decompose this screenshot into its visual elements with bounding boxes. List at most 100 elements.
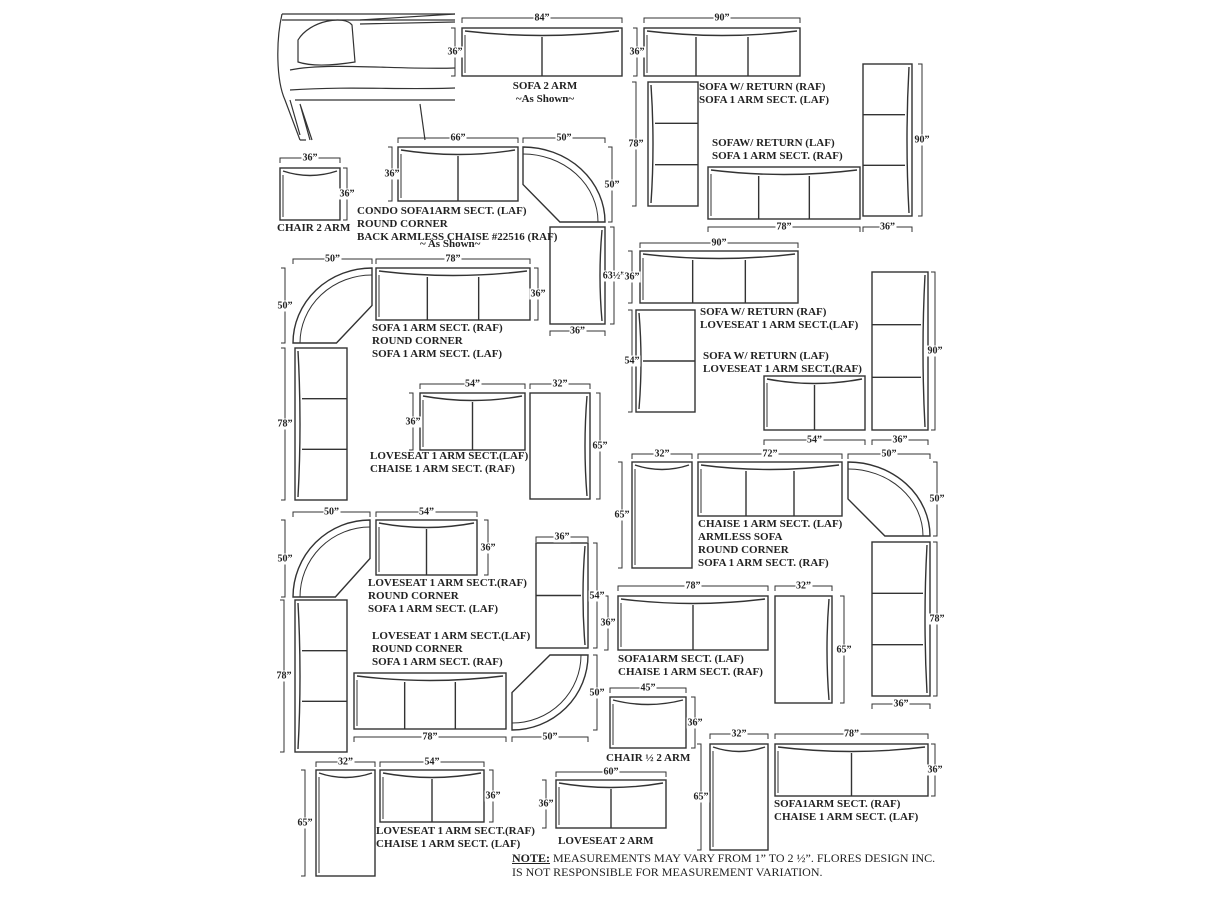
note-line-1: MEASUREMENTS MAY VARY FROM 1” TO 2 ½”. F… — [550, 851, 936, 865]
caption-line: SOFA 1 ARM SECT. (LAF) — [699, 94, 830, 106]
caption-line: ROUND CORNER — [357, 218, 448, 230]
sectional-piece — [774, 595, 833, 704]
sectional-piece — [871, 271, 929, 431]
round-corner-piece — [511, 654, 589, 731]
caption-line: CHAIR 2 ARM — [277, 222, 351, 234]
dimension-label: 36” — [879, 221, 896, 233]
dimension-label: 36” — [338, 188, 356, 200]
dimension-label: 50” — [276, 553, 294, 564]
configuration-group — [555, 779, 667, 829]
note-line-2: IS NOT RESPONSIBLE FOR MEASUREMENT VARIA… — [512, 865, 823, 879]
dimension-label: 50” — [880, 448, 898, 460]
sectional-piece — [774, 743, 929, 797]
sectional-piece — [647, 81, 699, 207]
dimension-label: 63½” — [601, 270, 627, 281]
dimension-label: 54” — [588, 590, 606, 601]
configuration-caption: LOVESEAT 1 ARM SECT.(RAF)CHAISE 1 ARM SE… — [376, 825, 535, 851]
configuration-group — [353, 542, 589, 731]
dimension-label: 36” — [926, 764, 944, 776]
caption-line: CHAISE 1 ARM SECT. (RAF) — [618, 666, 763, 678]
dimension-label: 78” — [421, 731, 439, 743]
caption-line: SOFA W/ RETURN (RAF) — [700, 306, 827, 318]
dimension-label: 36” — [686, 717, 704, 728]
measurement-note: NOTE: MEASUREMENTS MAY VARY FROM 1” TO 2… — [512, 851, 935, 879]
dimension-label: 50” — [541, 731, 559, 743]
caption-line: SOFA1ARM SECT. (RAF) — [774, 798, 901, 810]
sectional-piece — [555, 779, 667, 829]
dimension-label: 65” — [692, 791, 710, 803]
caption-line: CHAISE 1 ARM SECT. (RAF) — [370, 463, 515, 475]
dimension-label: 50” — [324, 253, 341, 265]
sectional-piece — [529, 392, 591, 500]
configuration-group — [617, 595, 833, 704]
caption-line: SOFA 2 ARM — [512, 80, 578, 92]
configuration-group — [279, 167, 341, 221]
caption-line: SOFA 1 ARM SECT. (LAF) — [372, 348, 503, 360]
configuration-caption: CHAIR 2 ARM — [277, 222, 350, 235]
dimension-label: 36” — [301, 152, 319, 164]
caption-line: ARMLESS SOFA — [698, 531, 783, 543]
caption-line: SOFA 1 ARM SECT. (RAF) — [372, 656, 503, 668]
dimension-label: 36” — [623, 271, 641, 283]
note-label: NOTE: — [512, 851, 551, 865]
sectional-piece — [697, 461, 843, 517]
dimension-label: 90” — [926, 345, 944, 357]
dimension-label: 78” — [684, 580, 702, 592]
sectional-piece — [375, 267, 531, 321]
dimension-label: 78” — [843, 728, 860, 740]
sectional-piece — [643, 27, 801, 77]
dimension-label: 36” — [892, 698, 910, 710]
dimension-label: 36” — [891, 434, 909, 446]
dimension-label: 78” — [775, 221, 793, 233]
caption-line: SOFA 1 ARM SECT. (RAF) — [712, 150, 843, 162]
dimension-label: 78” — [276, 418, 294, 430]
configuration-group — [709, 743, 929, 851]
sectional-piece — [294, 347, 348, 501]
configuration-caption: SOFA1ARM SECT. (LAF)CHAISE 1 ARM SECT. (… — [618, 653, 763, 679]
sectional-piece — [315, 769, 376, 877]
dimension-label: 32” — [730, 728, 748, 740]
configuration-caption: CHAIR ½ 2 ARM — [606, 752, 690, 765]
dimension-label: 32” — [551, 378, 569, 390]
dimension-label: 45” — [639, 682, 657, 694]
dimension-label: 36” — [446, 46, 464, 58]
sectional-piece — [709, 743, 769, 851]
configuration-group — [419, 392, 591, 500]
round-corner-piece — [847, 461, 931, 537]
dimension-label: 65” — [613, 509, 631, 521]
dimension-label: 65” — [591, 440, 609, 452]
configuration-group — [707, 63, 913, 220]
caption-line: SOFA 1 ARM SECT. (LAF) — [368, 603, 499, 615]
sectional-piece — [375, 519, 478, 576]
configuration-group — [643, 27, 801, 207]
dimension-label: 72” — [761, 448, 779, 460]
sectional-piece — [763, 375, 866, 431]
round-corner-piece — [522, 146, 606, 223]
sectional-piece — [635, 309, 696, 413]
sectional-piece — [862, 63, 913, 217]
sectional-piece — [419, 392, 526, 451]
dimension-label: 78” — [928, 613, 946, 625]
caption-line: SOFA 1 ARM SECT. (RAF) — [698, 557, 829, 569]
dimension-label: 36” — [484, 790, 502, 802]
sectional-piece — [461, 27, 623, 77]
dimension-label: 36” — [404, 416, 422, 427]
configuration-caption: SOFA W/ RETURN (RAF)LOVESEAT 1 ARM SECT.… — [700, 306, 858, 332]
configuration-group — [631, 461, 931, 697]
configuration-group — [609, 696, 687, 749]
dimension-label: 36” — [479, 542, 497, 553]
dimension-label: 78” — [627, 138, 645, 150]
caption-line: LOVESEAT 1 ARM SECT.(RAF) — [376, 825, 535, 837]
dimension-label: 50” — [276, 300, 294, 311]
caption-line: SOFA1ARM SECT. (LAF) — [618, 653, 744, 665]
sectional-piece — [617, 595, 769, 651]
dimension-label: 84” — [533, 12, 551, 24]
sectional-piece — [535, 542, 589, 649]
caption-line: ROUND CORNER — [372, 643, 463, 655]
dimension-label: 36” — [569, 325, 586, 337]
dimension-label: 54” — [806, 434, 823, 446]
